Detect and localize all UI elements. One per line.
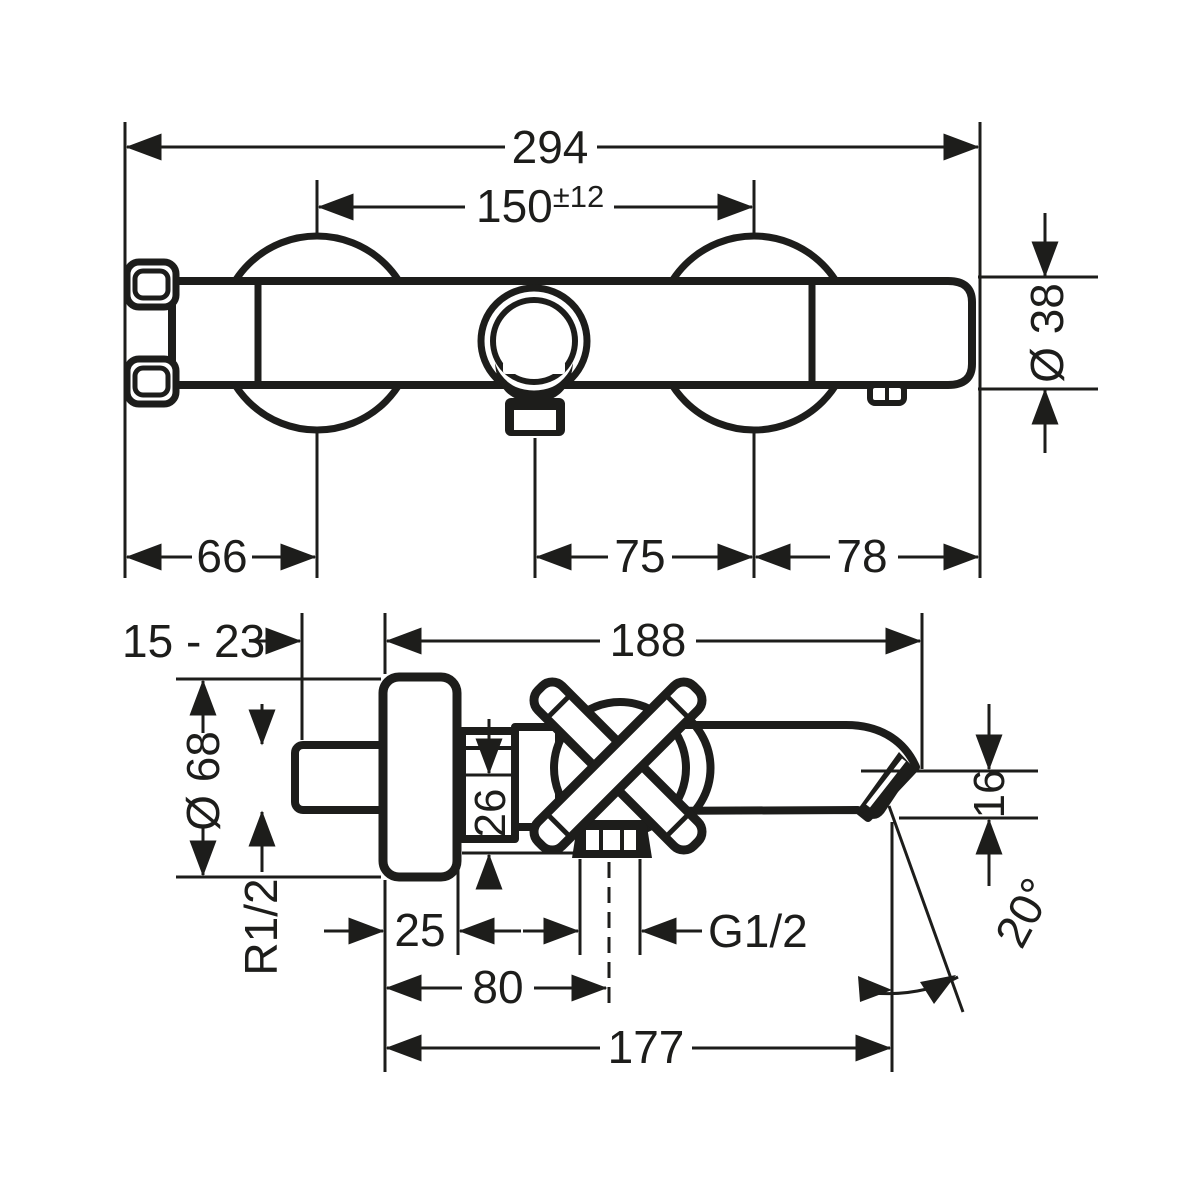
arm bbox=[529, 677, 707, 855]
dim-right-offset: 78 bbox=[754, 530, 980, 582]
wall-union-nut-bottom-inner bbox=[132, 365, 171, 398]
dim-escutcheon-diameter-label: Ø 68 bbox=[177, 731, 229, 831]
dim-outlet-drop: 26 bbox=[466, 719, 515, 890]
dim-overall-depth-label: 188 bbox=[610, 614, 687, 666]
arm-cap-line bbox=[544, 811, 573, 840]
arm-cap-line bbox=[544, 692, 573, 721]
cross-handle bbox=[529, 677, 707, 855]
dim-spout-angle-label: 20° bbox=[985, 870, 1064, 956]
cross-handle-arm bbox=[529, 677, 707, 855]
dim-overall-depth: 188 bbox=[385, 614, 922, 666]
dim-wall-adjustment: 15 - 23 bbox=[122, 615, 302, 667]
dim-center-offset: 75 bbox=[535, 530, 754, 582]
dim-shower-outlet-thread-label: G1/2 bbox=[708, 905, 808, 957]
dim-overall-width-label: 294 bbox=[512, 121, 589, 173]
dim-center-offset-label: 75 bbox=[614, 530, 665, 582]
angle-arc-arrow bbox=[920, 975, 956, 1004]
dim-wall-adjustment-label: 15 - 23 bbox=[122, 615, 265, 667]
arm-cap-line bbox=[663, 692, 692, 721]
dim-spout-angle: 20° bbox=[858, 870, 1063, 1004]
handle-grip-slot bbox=[524, 356, 544, 369]
wall-union-nut-top-inner bbox=[132, 268, 171, 301]
dim-spout-tip-height: 16 bbox=[965, 704, 1014, 886]
side-view-extension-lines bbox=[176, 613, 1038, 1072]
dim-shower-outlet-thread: G1/2 bbox=[523, 905, 808, 957]
spout-mouth-strip bbox=[866, 758, 906, 808]
dim-outlet-center-depth: 80 bbox=[385, 961, 608, 1013]
dim-connection-distance: 150±12 bbox=[317, 179, 754, 232]
dim-left-offset-label: 66 bbox=[196, 530, 247, 582]
handle-grip bbox=[495, 363, 573, 403]
dim-outlet-drop-label: 26 bbox=[466, 789, 515, 838]
arm-cap-line bbox=[663, 811, 692, 840]
dim-body-diameter-label: Ø 38 bbox=[1021, 283, 1073, 383]
angle-arc-arrow bbox=[858, 976, 892, 1002]
dim-spout-reach: 177 bbox=[385, 1021, 892, 1073]
dim-right-offset-label: 78 bbox=[836, 530, 887, 582]
top-view-body bbox=[123, 232, 976, 436]
dim-tolerance: ±12 bbox=[553, 179, 605, 214]
escutcheon bbox=[378, 672, 462, 882]
dim-spout-reach-label: 177 bbox=[608, 1021, 685, 1073]
handle-tab-inner bbox=[514, 410, 556, 430]
dim-overall-width: 294 bbox=[125, 121, 980, 173]
handle-grip-slot bbox=[503, 361, 518, 374]
dim-value: 150 bbox=[476, 180, 553, 232]
dim-escutcheon-depth-label: 25 bbox=[394, 904, 445, 956]
handle-grip-slot bbox=[550, 361, 565, 374]
dim-spout-tip-height-label: 16 bbox=[965, 770, 1014, 819]
shower-outlet-slot bbox=[603, 830, 620, 850]
dim-outlet-center-depth-label: 80 bbox=[472, 961, 523, 1013]
dim-escutcheon-diameter: Ø 68 bbox=[177, 679, 229, 877]
dim-left-offset: 66 bbox=[125, 530, 317, 582]
side-view-body bbox=[291, 672, 920, 882]
dim-escutcheon-depth: 25 bbox=[324, 904, 521, 956]
shower-outlet-slot bbox=[624, 830, 636, 850]
wall-connection-nipple bbox=[291, 741, 391, 814]
shower-outlet-slot bbox=[586, 830, 599, 850]
dim-wall-thread-label: R1/2 bbox=[235, 878, 287, 975]
dim-wall-thread: R1/2 bbox=[235, 704, 287, 976]
dim-connection-distance-label: 150±12 bbox=[476, 179, 604, 232]
dim-body-diameter: Ø 38 bbox=[1021, 213, 1073, 453]
